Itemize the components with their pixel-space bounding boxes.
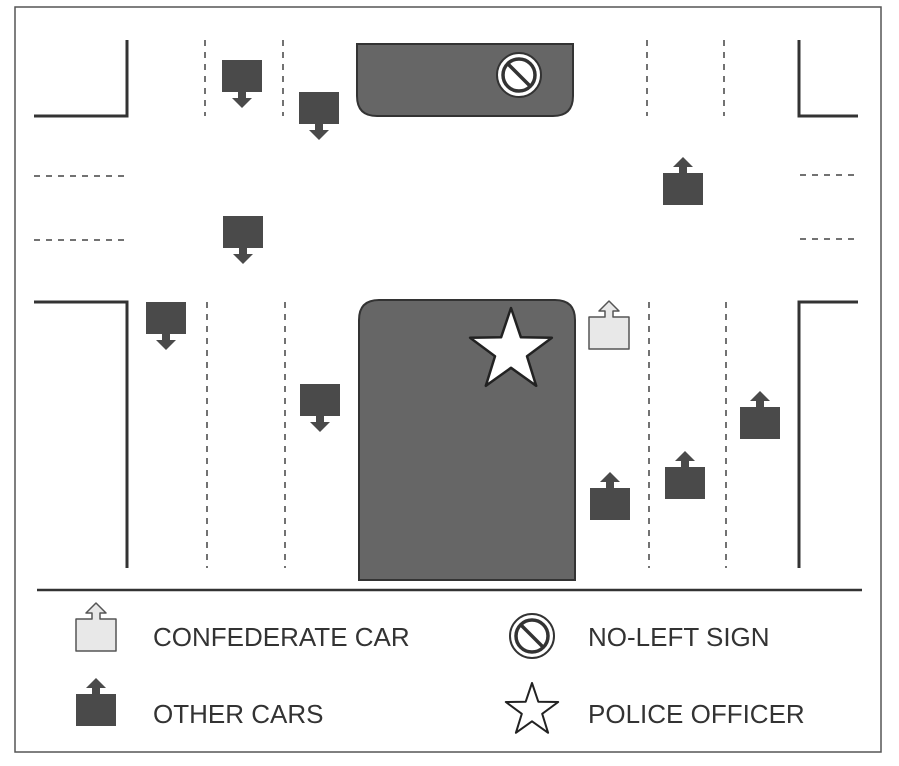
confederate-car-legend-icon bbox=[75, 602, 117, 652]
legend-label-confederate-car: CONFEDERATE CAR bbox=[153, 622, 410, 652]
legend-label-police-officer: POLICE OFFICER bbox=[588, 699, 805, 729]
curb-lines bbox=[34, 40, 858, 568]
legend-label-other-cars: OTHER CARS bbox=[153, 699, 323, 729]
confederate-car bbox=[588, 300, 630, 350]
other-car-southbound bbox=[146, 302, 186, 350]
no-left-sign-icon bbox=[496, 52, 542, 98]
curb-top-right bbox=[797, 40, 858, 118]
no-left-sign-legend-icon bbox=[509, 613, 555, 659]
other-car-northbound bbox=[665, 451, 705, 499]
other-car-northbound bbox=[740, 391, 780, 439]
other-car-northbound bbox=[590, 472, 630, 520]
other-car-northbound bbox=[663, 157, 703, 205]
other-car-southbound bbox=[223, 216, 263, 264]
other-car-southbound bbox=[299, 92, 339, 140]
curb-top-left bbox=[34, 40, 129, 118]
other-car-southbound bbox=[222, 60, 262, 108]
curb-bottom-right bbox=[797, 300, 858, 568]
other-cars-legend-icon bbox=[76, 678, 116, 726]
lane-markings bbox=[34, 40, 858, 568]
other-car-southbound bbox=[300, 384, 340, 432]
legend-label-no-left-sign: NO-LEFT SIGN bbox=[588, 622, 770, 652]
police-officer-legend-star-icon bbox=[504, 682, 560, 734]
curb-bottom-left bbox=[34, 300, 129, 568]
police-officer-star-icon bbox=[468, 306, 554, 388]
